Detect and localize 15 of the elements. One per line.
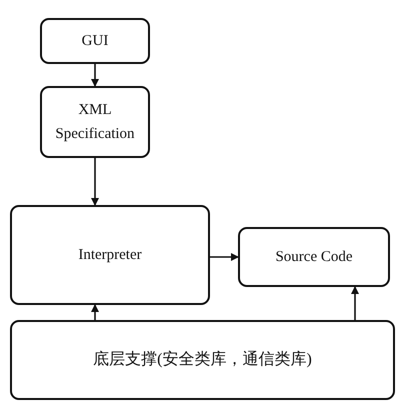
- arrow: [91, 158, 99, 206]
- box-label: Interpreter: [78, 246, 142, 265]
- box-label: Source Code: [275, 248, 353, 267]
- process-box: [10, 205, 210, 305]
- process-box: [40, 86, 150, 158]
- box-label: GUI: [82, 32, 108, 51]
- arrow: [210, 253, 239, 261]
- box-label: 底层支撑(安全类库，通信类库): [93, 350, 312, 370]
- process-box: [40, 18, 150, 64]
- arrow: [91, 304, 99, 320]
- arrow: [91, 64, 99, 87]
- arrow: [351, 286, 359, 320]
- process-box: [238, 227, 390, 287]
- process-box: [10, 320, 395, 400]
- box-label: XML Specification: [54, 101, 136, 144]
